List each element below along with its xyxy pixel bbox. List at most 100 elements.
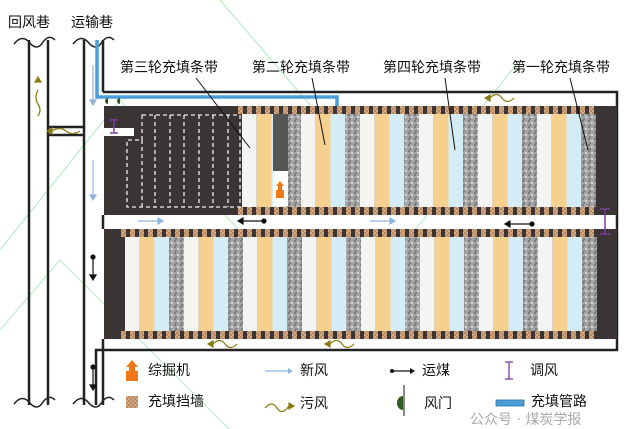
filling-wall-brick [463,331,468,339]
filling-wall-brick [229,331,234,339]
filling-wall-brick [553,106,558,114]
filling-wall-brick [481,229,486,237]
filling-wall-brick [589,229,594,237]
filling-wall-brick [247,331,252,339]
strip-yellow [315,114,331,207]
strip-gray [464,237,479,331]
filling-wall-brick [445,331,450,339]
filling-wall-brick [166,229,171,237]
filling-wall-brick [310,229,315,237]
filling-wall-brick [265,207,270,215]
filling-wall-brick [229,229,234,237]
planned-drivage-outline [126,114,241,208]
filling-wall-brick [589,331,594,339]
legend-filling-wall-icon [126,396,138,408]
filling-wall-brick [130,331,135,339]
filling-wall-brick [454,207,459,215]
filling-wall-brick [283,229,288,237]
strip-yellow [256,114,272,207]
strip-blue [272,237,288,331]
filling-wall-brick [301,106,306,114]
filling-wall-brick [562,106,567,114]
filling-wall-brick [319,106,324,114]
filling-wall-brick [562,229,567,237]
filling-wall-brick [580,229,585,237]
strip-yellow [375,237,391,331]
filling-wall-brick [400,106,405,114]
filling-wall-brick [328,331,333,339]
filling-wall-brick [193,229,198,237]
strip-white [125,237,140,331]
strip-yellow [198,237,214,331]
filling-wall-brick [391,229,396,237]
legend-coal-transport-label: 运煤 [422,363,450,379]
filling-wall-brick [121,229,126,237]
air-regulator-icon [110,119,610,235]
legend-roadheader-icon [126,360,138,381]
filling-wall-brick [373,229,378,237]
legend-coal-transport-icon [390,368,415,374]
filling-wall-brick [508,229,513,237]
filling-wall-brick [463,207,468,215]
filling-wall-brick [562,331,567,339]
filling-wall-brick [472,106,477,114]
filling-wall-brick [490,207,495,215]
filling-wall-brick [490,331,495,339]
strip-yellow [139,237,155,331]
filling-wall-brick [445,106,450,114]
filling-wall-brick [301,207,306,215]
filling-wall-brick [517,331,522,339]
filling-wall-brick [427,106,432,114]
legend-filling-wall-label: 充填挡墙 [148,394,204,410]
filling-wall-brick [427,331,432,339]
filling-wall-brick [544,106,549,114]
filling-wall-brick [148,229,153,237]
filling-wall-brick [319,207,324,215]
legend-filling-pipeline-label: 充填管路 [531,394,587,410]
filling-wall-brick [373,207,378,215]
strip-white [478,114,493,207]
strip-gray [169,237,184,331]
filling-wall-brick [346,229,351,237]
strip-gray [346,237,361,331]
filling-wall-brick [364,229,369,237]
return-air-frame [94,90,619,405]
filling-wall-brick [238,207,243,215]
filling-wall-brick [148,331,153,339]
strip-white [360,114,375,207]
filling-wall-brick [580,207,585,215]
strip-yellow [374,114,390,207]
filling-wall-brick [157,229,162,237]
filling-wall-brick [301,331,306,339]
strip-yellow [551,114,567,207]
strip-label-round-1: 第一轮充填条带 [512,60,610,76]
filling-wall-brick [571,331,576,339]
filling-wall-brick [121,331,126,339]
filling-wall-brick [553,207,558,215]
filling-strips [121,106,597,339]
filling-wall-brick [355,207,360,215]
filling-wall-brick [274,106,279,114]
filling-wall-brick [571,229,576,237]
filling-wall-brick [274,207,279,215]
coal-transport-arrow [88,216,535,392]
strip-white [538,237,553,331]
strip-white [184,237,199,331]
strip-blue [507,114,523,207]
strip-label-round-2: 第二轮充填条带 [252,60,350,76]
strip-white [243,237,258,331]
filling-wall-brick [409,106,414,114]
strip-white [302,237,317,331]
filling-wall-brick [274,229,279,237]
strip-blue [213,237,229,331]
strip-blue [449,237,465,331]
filling-wall-brick [481,207,486,215]
filling-wall-brick [256,106,261,114]
filling-wall-brick [355,106,360,114]
filling-wall-brick [481,331,486,339]
strip-white [420,237,435,331]
strip-blue [390,237,406,331]
filling-wall-brick [283,207,288,215]
filling-wall-brick [175,229,180,237]
filling-wall-brick [211,229,216,237]
